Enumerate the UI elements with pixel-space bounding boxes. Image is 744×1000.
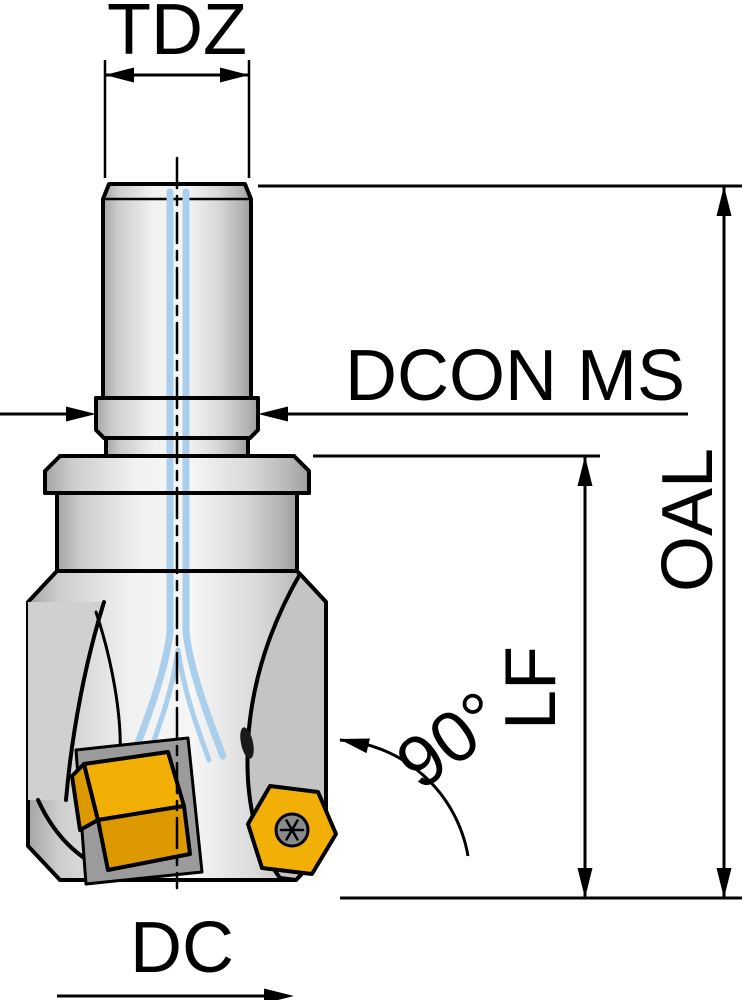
dimension-tdz: TDZ: [103, 0, 251, 178]
left-insert-front-face: [96, 804, 192, 872]
lf-arrow-bottom-icon: [577, 868, 593, 898]
tool-drawing: [26, 156, 338, 890]
tdz-arrow-left-icon: [105, 67, 134, 83]
dc-label: DC: [130, 908, 234, 988]
dcon-ms-label: DCON MS: [345, 336, 685, 416]
tdz-arrow-right-icon: [220, 67, 249, 83]
angle-arrow-icon: [339, 738, 370, 754]
oal-arrow-top-icon: [716, 186, 732, 216]
coolant-branch-right-inner: [175, 647, 212, 763]
body-slot-detail: [240, 727, 254, 759]
dimension-oal: OAL: [258, 184, 742, 900]
left-helix-edge: [94, 610, 122, 758]
lf-label: LF: [491, 646, 571, 730]
dimension-dcon-ms: DCON MS: [0, 336, 688, 422]
coolant-branch-left-outer: [129, 628, 174, 760]
oal-arrow-bottom-icon: [716, 868, 732, 898]
screw-torx-icon: [279, 819, 305, 841]
left-flute-face: [28, 602, 104, 800]
dimension-lf: LF: [313, 454, 600, 898]
dcon-arrow-left-icon: [66, 406, 96, 422]
dc-arrow-right-icon: [264, 988, 294, 1000]
coolant-branch-right-outer: [182, 628, 227, 760]
tdz-label: TDZ: [107, 0, 247, 70]
dcon-arrow-right-icon: [258, 406, 288, 422]
left-flute-edge: [64, 600, 106, 802]
dimension-dc: DC: [57, 908, 294, 1000]
oal-label: OAL: [648, 448, 728, 592]
lf-arrow-top-icon: [577, 456, 593, 486]
